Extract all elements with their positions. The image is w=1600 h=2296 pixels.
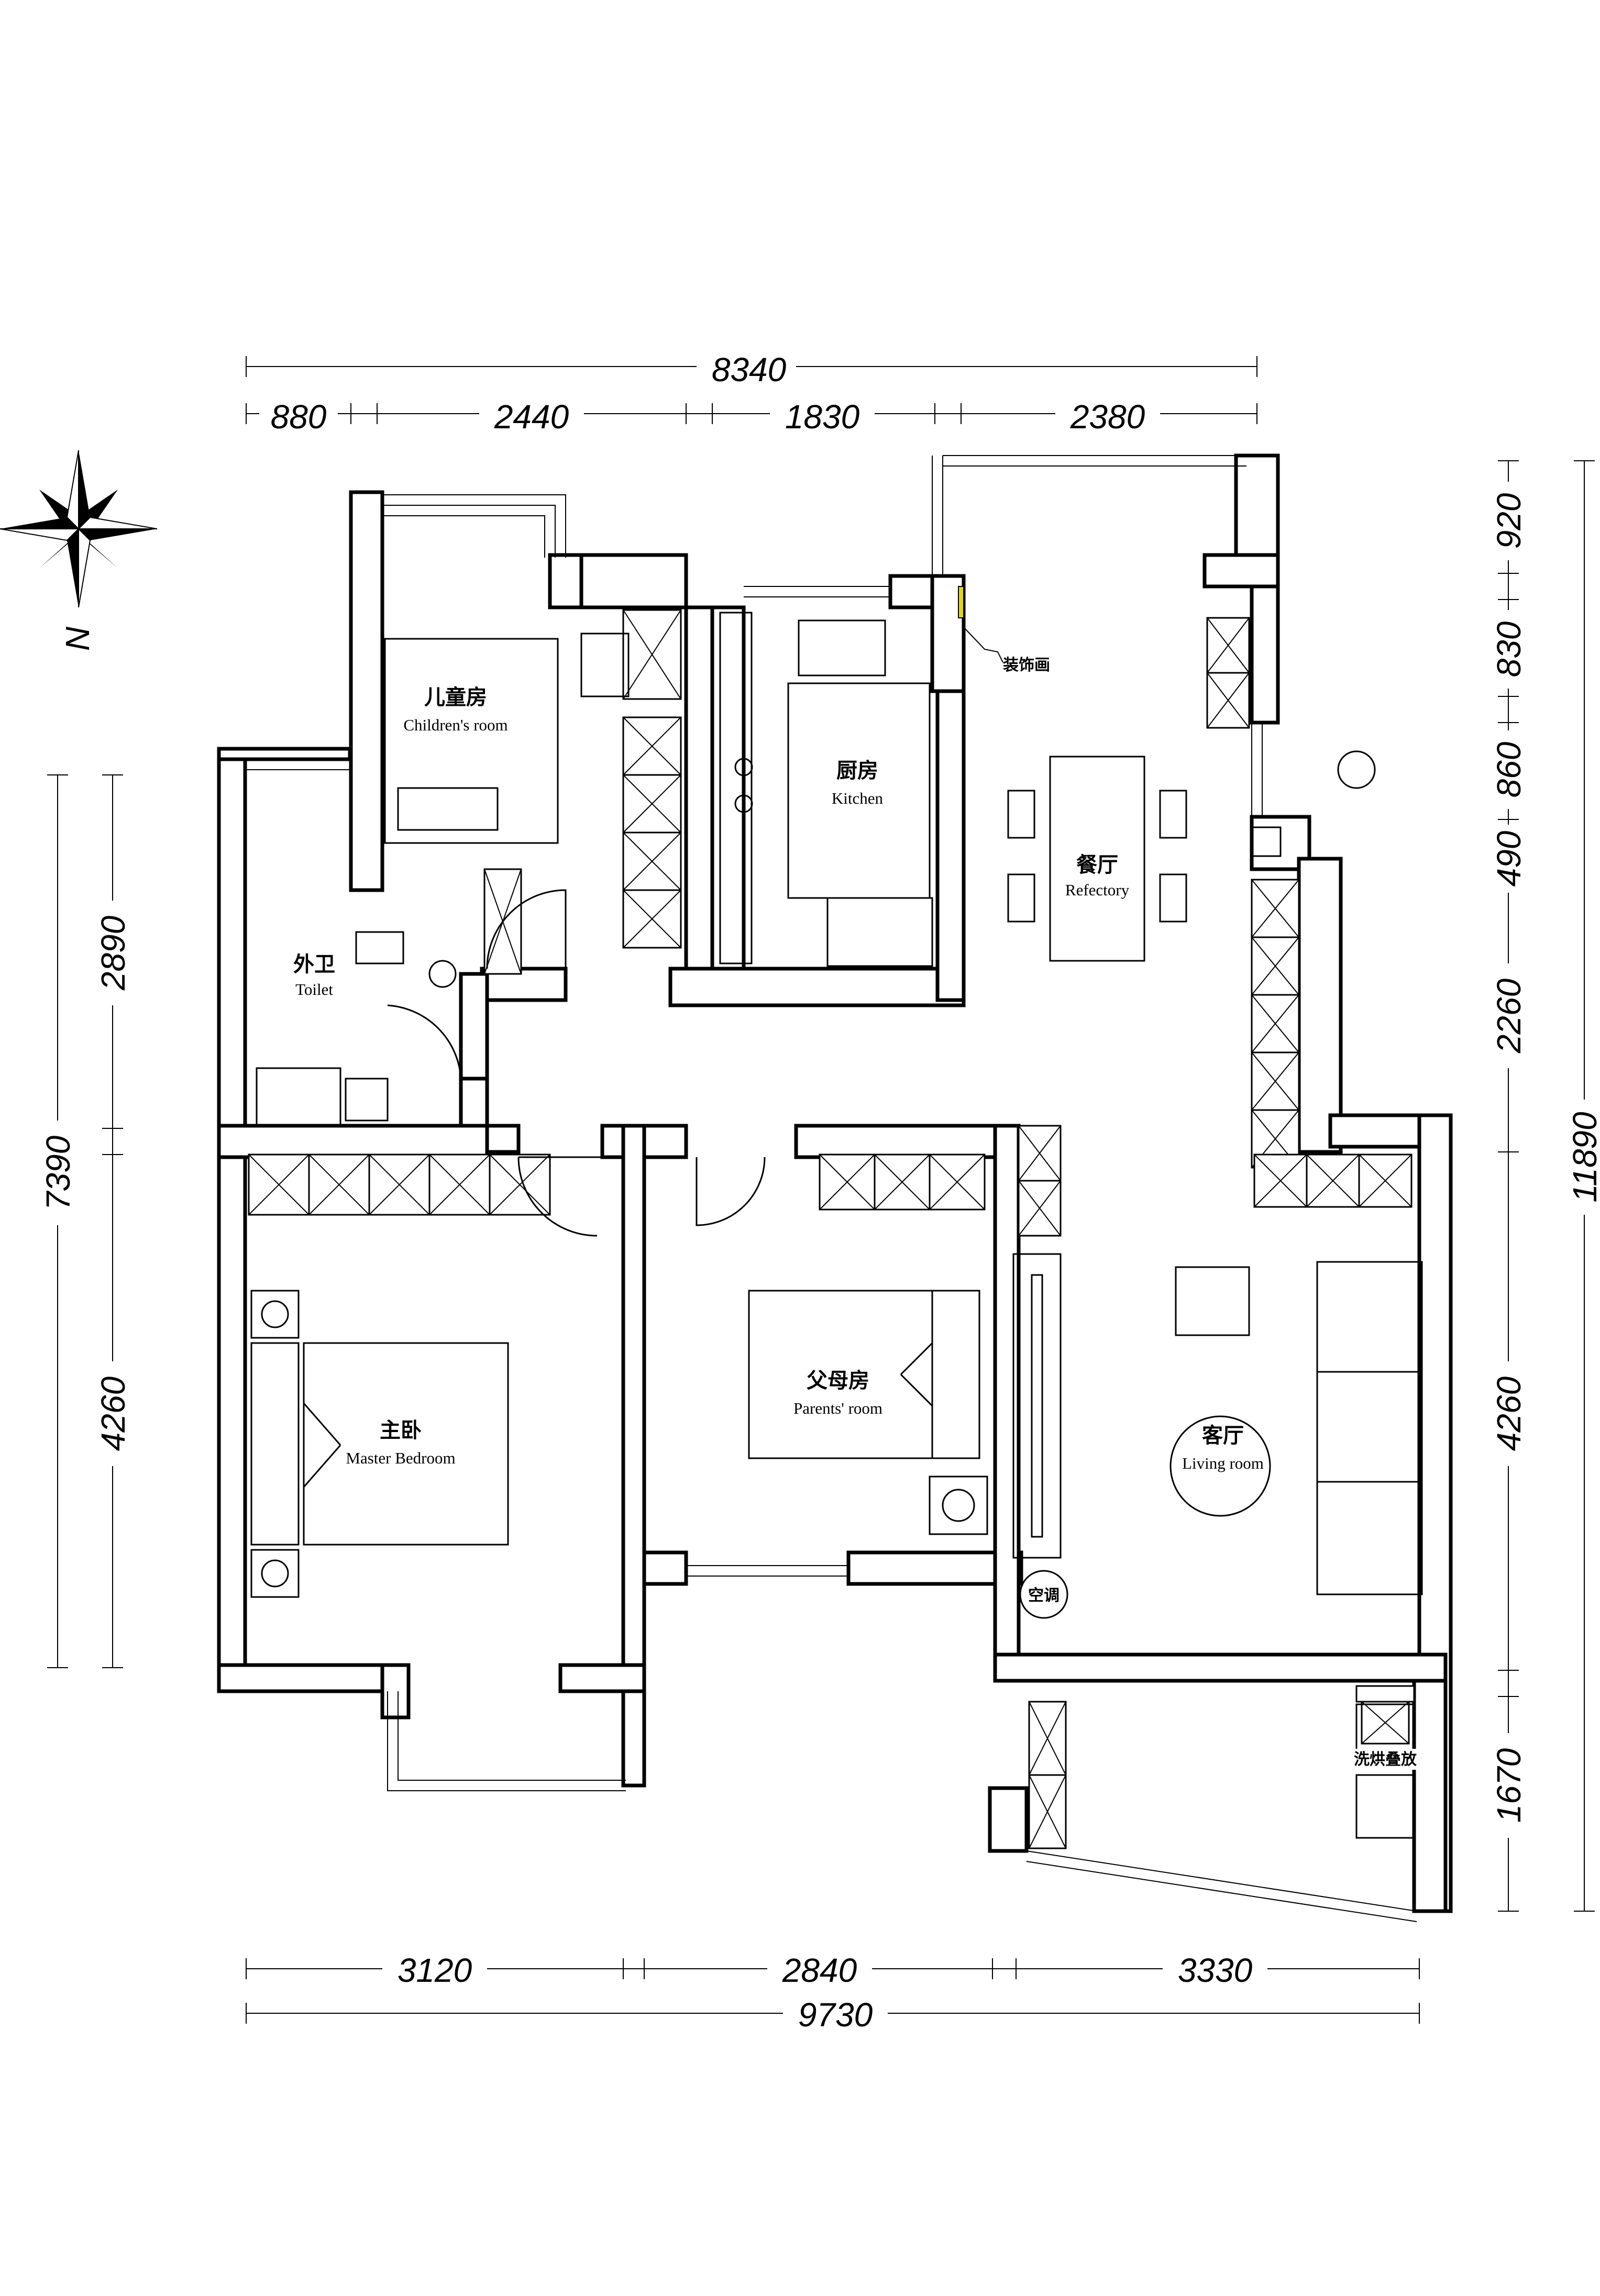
cabinet-cross bbox=[489, 1154, 550, 1215]
cabinet-cross bbox=[369, 1154, 430, 1215]
cabinet-cross bbox=[1029, 1701, 1066, 1776]
cabinet-cross bbox=[429, 1154, 490, 1215]
room-master-cn: 主卧 bbox=[380, 1418, 422, 1443]
dim-left-inner-2: 4260 bbox=[94, 1376, 132, 1451]
dim-left-inner-1: 2890 bbox=[94, 915, 132, 991]
room-parents-cn: 父母房 bbox=[807, 1368, 869, 1393]
dim-bottom-seg-1: 3120 bbox=[398, 1951, 472, 1989]
cabinet-cross bbox=[1018, 1125, 1061, 1181]
dim-right-seg-5: 2260 bbox=[1490, 978, 1528, 1053]
window-lines bbox=[245, 455, 1417, 1922]
dim-right-seg-2: 830 bbox=[1490, 621, 1528, 677]
cabinet-cross bbox=[1251, 994, 1299, 1053]
dim-top-seg-1: 880 bbox=[271, 398, 327, 436]
cabinet-cross bbox=[1018, 1180, 1061, 1236]
cabinet-cross bbox=[1207, 617, 1250, 673]
cabinet-cross bbox=[623, 609, 681, 700]
room-toilet-en: Toilet bbox=[295, 980, 333, 999]
cabinet-cross bbox=[1029, 1774, 1066, 1849]
room-master-en: Master Bedroom bbox=[346, 1449, 455, 1467]
dim-right-seg-1: 920 bbox=[1490, 493, 1528, 549]
room-toilet-cn: 外卫 bbox=[293, 952, 335, 977]
room-living-cn: 客厅 bbox=[1202, 1423, 1244, 1448]
room-kitchen-en: Kitchen bbox=[832, 789, 884, 807]
cabinet-cross bbox=[1251, 937, 1299, 995]
room-parents-en: Parents' room bbox=[793, 1399, 882, 1417]
room-refectory-en: Refectory bbox=[1065, 881, 1130, 899]
note-air-conditioner: 空调 bbox=[1028, 1587, 1060, 1605]
cabinet-cross bbox=[623, 774, 681, 833]
dim-right-seg-7: 1670 bbox=[1490, 1748, 1528, 1823]
doors bbox=[387, 889, 766, 1237]
cabinet-cross bbox=[308, 1154, 370, 1215]
dim-left-outer: 7390 bbox=[39, 1135, 77, 1210]
north-label: N bbox=[59, 626, 96, 651]
note-washer-dryer-stack: 洗烘叠放 bbox=[1354, 1750, 1417, 1769]
cabinet-cross bbox=[1361, 1701, 1409, 1744]
cabinet-cross bbox=[1251, 879, 1299, 938]
dim-bottom-total: 9730 bbox=[798, 1996, 873, 2034]
room-refectory-cn: 餐厅 bbox=[1076, 852, 1118, 877]
cabinet-cross bbox=[1306, 1154, 1360, 1207]
note-decorative-painting: 装饰画 bbox=[1003, 656, 1050, 674]
exterior-walls bbox=[217, 453, 1453, 1913]
cabinet-cross bbox=[1207, 672, 1250, 728]
cabinet-cross bbox=[623, 890, 681, 948]
cabinet-cross bbox=[1251, 1052, 1299, 1111]
dim-top-total: 8340 bbox=[712, 351, 787, 389]
dim-right-seg-6: 4260 bbox=[1490, 1376, 1528, 1451]
cabinet-cross bbox=[623, 832, 681, 891]
cabinet-cross bbox=[874, 1154, 930, 1210]
dim-bottom-seg-3: 3330 bbox=[1178, 1951, 1253, 1989]
cabinet-cross bbox=[929, 1154, 985, 1210]
wardrobe-cabinets bbox=[248, 609, 1413, 1849]
dim-top-seg-2: 2440 bbox=[494, 398, 569, 436]
cabinet-cross bbox=[623, 717, 681, 775]
furniture bbox=[250, 586, 1423, 1839]
room-children-cn: 儿童房 bbox=[424, 685, 487, 709]
dim-right-total: 11890 bbox=[1566, 1112, 1600, 1203]
compass-rose-icon bbox=[0, 450, 158, 608]
cabinet-cross bbox=[819, 1154, 875, 1210]
room-children-en: Children's room bbox=[403, 716, 507, 734]
dim-top-seg-3: 1830 bbox=[785, 398, 860, 436]
dim-bottom-seg-2: 2840 bbox=[782, 1951, 857, 1989]
cabinet-cross bbox=[1359, 1154, 1412, 1207]
room-kitchen-cn: 厨房 bbox=[836, 758, 878, 783]
dim-right-seg-3: 860 bbox=[1490, 741, 1528, 797]
dim-top-seg-4: 2380 bbox=[1070, 398, 1145, 436]
cabinet-cross bbox=[1254, 1154, 1307, 1207]
room-living-en: Living room bbox=[1182, 1454, 1264, 1472]
dim-right-seg-4: 490 bbox=[1490, 830, 1528, 886]
cabinet-cross bbox=[248, 1154, 310, 1215]
